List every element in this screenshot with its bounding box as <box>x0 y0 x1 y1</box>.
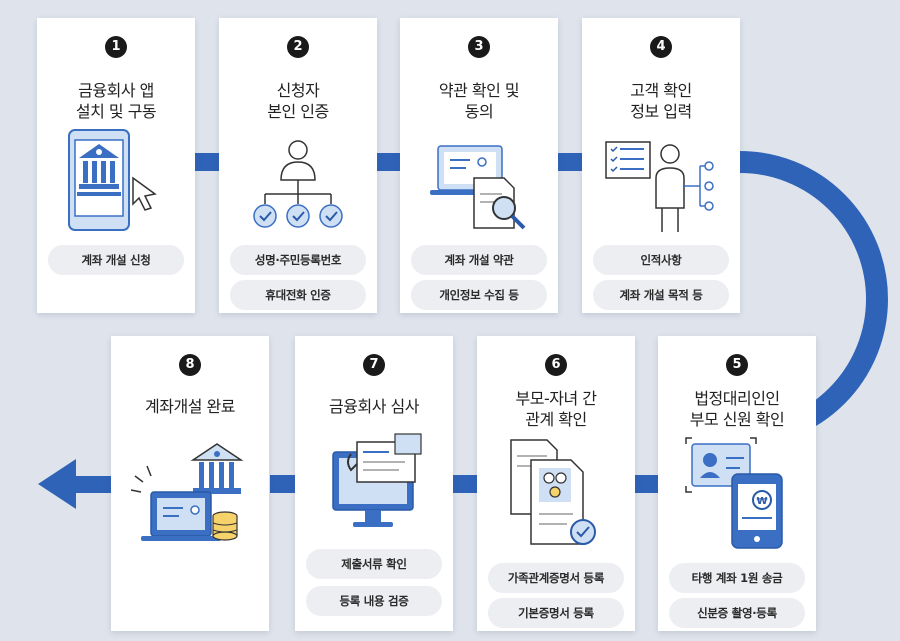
step-number: 3 <box>468 36 490 58</box>
id-card-phone-icon: ₩ <box>685 437 783 549</box>
step-title: 약관 확인 및 동의 <box>438 81 520 121</box>
connector-7-8 <box>270 475 296 493</box>
step-number: 2 <box>287 36 309 58</box>
step-tag: 타행 계좌 1원 송금 <box>669 563 805 593</box>
step-number: 7 <box>363 354 385 376</box>
step-title: 법정대리인인 부모 신원 확인 <box>689 389 785 429</box>
connector-2-3 <box>377 153 401 171</box>
step-tag: 개인정보 수집 등 <box>411 280 547 310</box>
connector-5-6 <box>632 475 658 493</box>
step-tag: 성명·주민등록번호 <box>230 245 366 275</box>
step-tag: 계좌 개설 신청 <box>48 245 184 275</box>
step-card-5: 5 법정대리인인 부모 신원 확인 ₩ 타행 계좌 1원 송금 신분증 촬영·등… <box>658 336 816 631</box>
step-tag: 계좌 개설 목적 등 <box>593 280 729 310</box>
step-card-8: 8 계좌개설 완료 <box>111 336 269 631</box>
step-card-2: 2 신청자 본인 인증 성명·주민등록번호 휴대전화 인증 <box>219 18 377 313</box>
step-card-1: 1 금융회사 앱 설치 및 구동 계좌 개설 신청 <box>37 18 195 313</box>
mobile-bank-icon <box>68 129 157 231</box>
step-title: 계좌개설 완료 <box>145 397 235 416</box>
person-checklist-icon <box>605 141 714 232</box>
step-card-3: 3 약관 확인 및 동의 계좌 개설 약관 개인정보 수집 등 <box>400 18 558 313</box>
step-title: 부모-자녀 간 관계 확인 <box>515 389 597 429</box>
monitor-review-icon <box>332 433 422 527</box>
step-number: 5 <box>726 354 748 376</box>
step-title: 금융회사 심사 <box>329 397 419 416</box>
bank-coins-icon <box>130 443 244 541</box>
step-tag: 휴대전화 인증 <box>230 280 366 310</box>
arrow-shaft <box>70 476 116 493</box>
step-card-6: 6 부모-자녀 간 관계 확인 가족관계증명서 등록 기본증명서 등록 <box>477 336 635 631</box>
identity-hierarchy-icon <box>253 140 343 228</box>
step-card-7: 7 금융회사 심사 제출서류 확인 등록 내용 검증 <box>295 336 453 631</box>
step-number: 1 <box>105 36 127 58</box>
step-number: 4 <box>650 36 672 58</box>
connector-1-2 <box>195 153 219 171</box>
step-tag: 등록 내용 검증 <box>306 586 442 616</box>
document-magnifier-icon <box>430 145 526 230</box>
step-tag: 가족관계증명서 등록 <box>488 563 624 593</box>
connector-3-4 <box>558 153 582 171</box>
step-number: 8 <box>179 354 201 376</box>
step-tag: 계좌 개설 약관 <box>411 245 547 275</box>
step-title: 고객 확인 정보 입력 <box>630 81 692 121</box>
arrow-left-icon <box>38 459 76 509</box>
svg-text:₩: ₩ <box>756 496 767 507</box>
step-tag: 인적사항 <box>593 245 729 275</box>
step-card-4: 4 고객 확인 정보 입력 인적사항 계좌 개설 목적 등 <box>582 18 740 313</box>
connector-6-7 <box>452 475 478 493</box>
step-tag: 기본증명서 등록 <box>488 598 624 628</box>
step-tag: 신분증 촬영·등록 <box>669 598 805 628</box>
step-number: 6 <box>545 354 567 376</box>
family-document-icon <box>510 439 596 545</box>
step-title: 신청자 본인 인증 <box>267 81 329 121</box>
step-tag: 제출서류 확인 <box>306 549 442 579</box>
step-title: 금융회사 앱 설치 및 구동 <box>75 81 157 121</box>
